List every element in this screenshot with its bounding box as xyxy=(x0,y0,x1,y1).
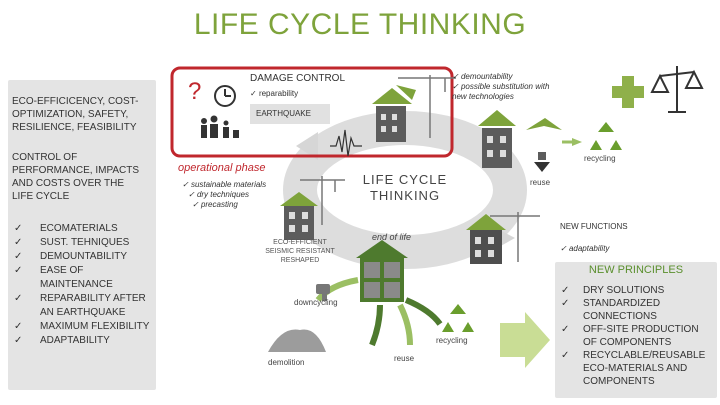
check-icon: ✓ xyxy=(560,244,567,253)
crane-icon xyxy=(490,212,540,262)
damage-control-box xyxy=(170,66,454,158)
list-item: ✓DEMOUNTABILITY xyxy=(14,251,128,262)
reuse-bottom-label: reuse xyxy=(394,354,415,363)
earthquake-tag: EARTHQUAKE xyxy=(256,109,311,118)
arrow-down-icon xyxy=(534,162,550,172)
check-icon: ✓ xyxy=(561,285,570,296)
check-icon: ✓ xyxy=(452,72,459,81)
building-new-functions xyxy=(466,214,506,264)
list-item: ✓ADAPTABILITY xyxy=(14,335,110,346)
clock-icon xyxy=(214,85,236,107)
check-icon: ✓ xyxy=(14,223,23,234)
block-icon xyxy=(538,152,546,160)
check-icon: ✓ xyxy=(188,190,195,199)
roof-piece-icon xyxy=(526,118,562,130)
list-item: ✓MAXIMUM FLEXIBILITY xyxy=(14,321,150,332)
list-item: ✓STANDARDIZED CONNECTIONS xyxy=(561,298,661,322)
list-item: ✓ demountability xyxy=(452,72,513,81)
list-item: ✓RECYCLABLE/REUSABLE ECO-MATERIALS AND C… xyxy=(561,350,706,387)
left-panel-goals: ECO-EFFICICENCY, COST-OPTIMIZATION, SAFE… xyxy=(12,96,139,133)
list-item: ✓OFF-SITE PRODUCTION OF COMPONENTS xyxy=(561,324,699,348)
rubble-icon xyxy=(268,329,326,352)
right-panel-title: NEW PRINCIPLES xyxy=(588,264,684,276)
seismic-wave-icon xyxy=(330,129,362,157)
list-item: ✓ dry techniques xyxy=(188,190,249,199)
roof-fragment-icon xyxy=(396,85,416,100)
check-icon: ✓ xyxy=(14,335,23,346)
check-icon: ✓ xyxy=(14,321,23,332)
crane-icon xyxy=(398,75,456,138)
earthquake-tag-box xyxy=(250,104,330,124)
check-icon: ✓ xyxy=(561,298,570,309)
recycling-top-label: recycling xyxy=(584,154,616,163)
damaged-building-icon xyxy=(372,88,412,142)
end-of-life-building xyxy=(356,240,408,302)
arrow-right-icon xyxy=(500,312,550,368)
question-mark-icon: ? xyxy=(188,78,202,105)
page-title: LIFE CYCLE THINKING xyxy=(193,8,527,41)
end-of-life-label: end of life xyxy=(372,232,412,242)
check-icon: ✓ xyxy=(14,251,23,262)
new-functions-title: NEW FUNCTIONS xyxy=(560,222,628,231)
check-icon: ✓ xyxy=(14,293,23,304)
recycling-bottom-label: recycling xyxy=(436,336,468,345)
arrow-downcycling xyxy=(315,277,359,302)
left-panel-list: ✓ECOMATERIALS ✓SUST. TEHNIQUES ✓DEMOUNTA… xyxy=(14,222,152,348)
crane-icon xyxy=(300,176,345,225)
check-icon: ✓ xyxy=(192,200,199,209)
list-item: ✓ sustainable materials xyxy=(182,180,267,189)
list-item: ✓SUST. TEHNIQUES xyxy=(14,237,130,248)
list-item: ✓DRY SOLUTIONS xyxy=(561,285,665,296)
check-icon: ✓ xyxy=(452,82,459,91)
check-icon: ✓ xyxy=(182,180,189,189)
arrow-reuse xyxy=(397,303,413,346)
arrow-demolition xyxy=(369,304,383,347)
recycle-icon-bottom xyxy=(442,304,474,332)
scales-icon xyxy=(650,66,704,113)
list-item: ✓ precasting xyxy=(192,200,238,209)
demolition-label: demolition xyxy=(268,358,305,367)
operational-phase-list: ✓ sustainable materials ✓ dry techniques… xyxy=(182,180,266,210)
check-icon: ✓ xyxy=(250,89,257,98)
reuse-top-label: reuse xyxy=(530,178,551,187)
check-icon: ✓ xyxy=(561,324,570,335)
damage-control-item: ✓ reparability xyxy=(250,89,299,98)
operational-phase-title: operational phase xyxy=(178,162,266,174)
eco-efficient-label: ECO-EFFICIENT SEISMIC RESISTANT RESHAPED xyxy=(265,239,335,264)
building-top-right xyxy=(478,110,516,168)
left-panel xyxy=(8,80,156,390)
center-label: LIFE CYCLE THINKING xyxy=(362,172,448,203)
list-item: ✓EASE OF MAINTENANCE xyxy=(14,265,113,290)
check-icon: ✓ xyxy=(14,237,23,248)
list-item: ✓ possible substitution with new technol… xyxy=(452,82,550,101)
list-item: ✓REPARABILITY AFTER AN EARTHQUAKE xyxy=(14,293,146,318)
right-panel-list: ✓DRY SOLUTIONS ✓STANDARDIZED CONNECTIONS… xyxy=(561,284,715,388)
downcycling-label: downcycling xyxy=(294,298,338,307)
eco-efficient-building xyxy=(280,192,318,240)
list-item: ✓ECOMATERIALS xyxy=(14,223,118,234)
left-panel-control: CONTROL OF PERFORMANCE, IMPACTS AND COST… xyxy=(12,152,140,202)
check-icon: ✓ xyxy=(14,265,23,276)
right-panel xyxy=(555,262,717,398)
top-right-list: ✓ demountability ✓ possible substitution… xyxy=(452,72,562,102)
recycle-icon-top xyxy=(590,122,622,150)
thumb-down-icon xyxy=(316,284,330,301)
people-icon xyxy=(201,115,239,138)
arrow-recycling xyxy=(404,297,443,326)
new-functions-item: ✓ adaptability xyxy=(560,244,610,253)
check-icon: ✓ xyxy=(561,350,570,361)
damage-control-title: DAMAGE CONTROL xyxy=(250,73,346,84)
